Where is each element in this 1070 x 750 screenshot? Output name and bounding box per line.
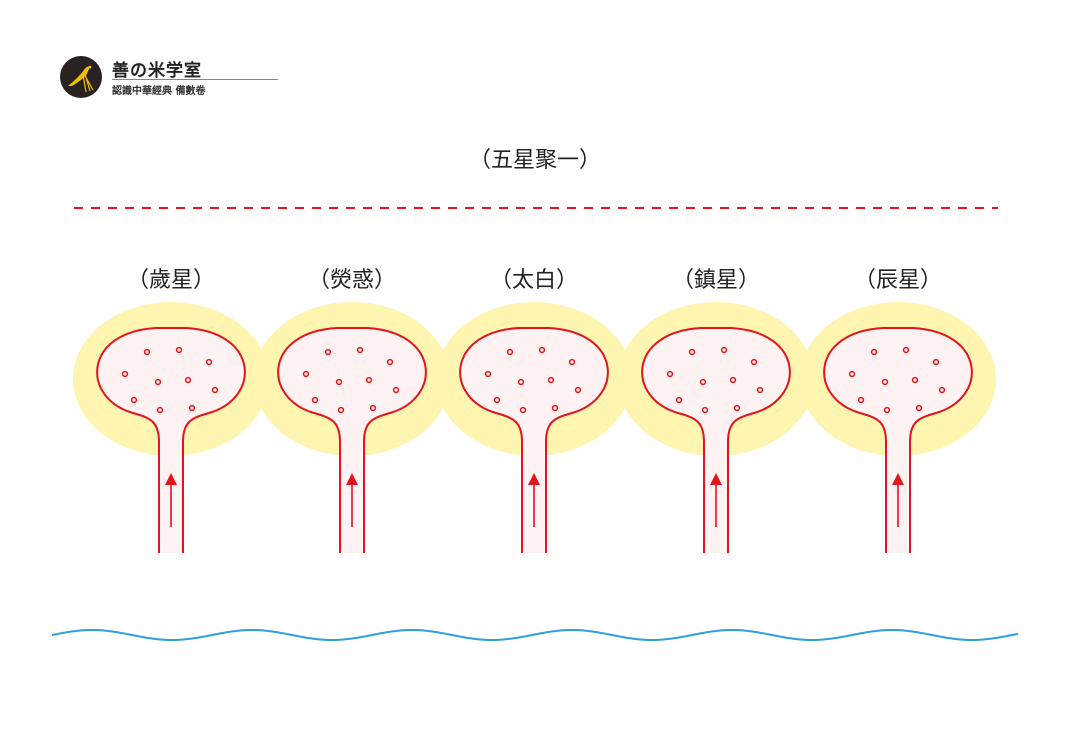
particle-dot [324, 348, 332, 356]
particle-dot [902, 346, 910, 354]
particle-dot [302, 370, 310, 378]
planet-bulb-3 [459, 327, 609, 553]
logo-subtitle: 認識中華經典 備數卷 [112, 86, 206, 97]
planet-label-1: （歲星） [126, 268, 215, 293]
particle-dot [666, 370, 674, 378]
up-arrow-icon [528, 473, 540, 485]
up-arrow-icon [165, 473, 177, 485]
particle-dot [506, 348, 514, 356]
particle-dot [365, 376, 373, 384]
logo-divider [112, 79, 278, 80]
particle-dot [493, 396, 501, 404]
particle-dot [915, 404, 923, 412]
particle-dot [699, 378, 707, 386]
particle-dot [156, 406, 164, 414]
particle-dot [551, 404, 559, 412]
particle-dot [883, 406, 891, 414]
particle-dot [335, 378, 343, 386]
particle-dot [574, 386, 582, 394]
particle-dot [701, 406, 709, 414]
planet-outline [459, 327, 609, 553]
particle-dot [750, 358, 758, 366]
particle-dot [733, 404, 741, 412]
water-wave-line [51, 628, 1019, 642]
particle-dot [848, 370, 856, 378]
particle-dot [932, 358, 940, 366]
particle-dot [675, 396, 683, 404]
particle-dot [517, 378, 525, 386]
planet-outline [823, 327, 973, 553]
planet-label-4: （鎮星） [671, 268, 760, 293]
particle-dot [870, 348, 878, 356]
logo-title: 善の米学室 [112, 61, 202, 81]
particle-dot [547, 376, 555, 384]
particle-dot [154, 378, 162, 386]
particle-dot [143, 348, 151, 356]
particle-dot [857, 396, 865, 404]
particle-dot [568, 358, 576, 366]
planet-label-5: （辰星） [853, 268, 942, 293]
particle-dot [484, 370, 492, 378]
planet-bulb-1 [96, 327, 246, 553]
logo: 善の米学室 認識中華經典 備數卷 [60, 56, 278, 100]
bird-logo-icon [60, 56, 102, 98]
diagram-title: （五星聚一） [468, 148, 601, 173]
particle-dot [519, 406, 527, 414]
planet-label-3: （太白） [489, 268, 578, 293]
planet-label-2: （熒惑） [307, 268, 396, 293]
particle-dot [756, 386, 764, 394]
particle-dot [356, 346, 364, 354]
particle-dot [337, 406, 345, 414]
particle-dot [881, 378, 889, 386]
up-arrow-icon [346, 473, 358, 485]
particle-dot [720, 346, 728, 354]
up-arrow-icon [892, 473, 904, 485]
particle-dot [369, 404, 377, 412]
particle-dot [538, 346, 546, 354]
particle-dot [392, 386, 400, 394]
particle-dot [175, 346, 183, 354]
planet-bulb-2 [277, 327, 427, 553]
particle-dot [211, 386, 219, 394]
particle-dot [911, 376, 919, 384]
particle-dot [311, 396, 319, 404]
up-arrow-icon [710, 473, 722, 485]
particle-dot [938, 386, 946, 394]
particle-dot [188, 404, 196, 412]
particle-dot [184, 376, 192, 384]
planet-bulb-5 [823, 327, 973, 553]
planet-outline [277, 327, 427, 553]
particle-dot [130, 396, 138, 404]
planet-outline [96, 327, 246, 553]
planet-bulb-4 [641, 327, 791, 553]
particle-dot [386, 358, 394, 366]
particle-dot [205, 358, 213, 366]
planet-outline [641, 327, 791, 553]
particle-dot [121, 370, 129, 378]
particle-dot [729, 376, 737, 384]
particle-dot [688, 348, 696, 356]
